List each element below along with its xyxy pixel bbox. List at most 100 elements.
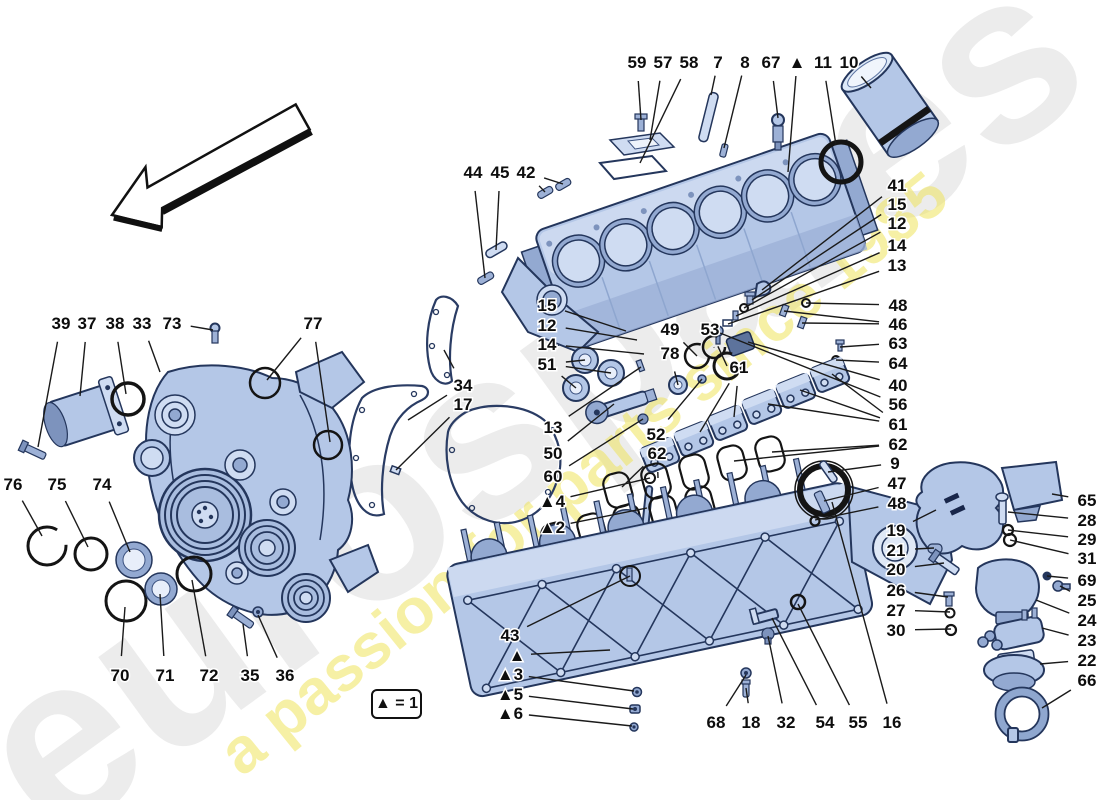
leader-line-18-45	[745, 687, 749, 704]
leader-line-39-50	[37, 341, 59, 448]
part-label-7-3: 7	[713, 53, 722, 72]
part-label-39-50: 39	[52, 314, 71, 333]
leader-line-35-62	[242, 623, 249, 657]
leader-line-76-56	[21, 500, 43, 537]
part-label-11-7: 11	[814, 53, 832, 72]
leader-line-30-33	[914, 628, 952, 631]
oil-pump-23	[977, 607, 1045, 651]
part-label-42-11: 42	[517, 163, 536, 182]
part-label-28-35: 28	[1078, 511, 1097, 530]
part-label-▲5-84: ▲5	[497, 685, 523, 704]
part-label-27-32: 27	[887, 601, 906, 620]
part-label-78-77: 78	[661, 344, 680, 363]
intake-funnel-65	[1000, 460, 1064, 512]
leader-line-61-23	[767, 403, 880, 422]
part-label-52-78: 52	[647, 425, 666, 444]
leader-line-42-11	[538, 185, 546, 193]
leader-line-12-14	[743, 231, 881, 309]
seal-rings-left	[26, 525, 213, 623]
leader-line-51-69	[565, 365, 612, 374]
part-label-69-38: 69	[1078, 571, 1097, 590]
part-label-59-0: 59	[628, 53, 647, 72]
part-label-45-10: 45	[491, 163, 510, 182]
part-label-60-72: 60	[544, 467, 563, 486]
pump-mount-22	[983, 649, 1045, 692]
part-label-49-75: 49	[661, 320, 680, 339]
part-label-55-48: 55	[849, 713, 868, 732]
front-opening-inner	[542, 290, 562, 310]
leader-line-▲4-73	[570, 477, 651, 498]
part-label-19-28: 19	[887, 521, 906, 540]
leader-line-78-77	[673, 371, 679, 386]
cylinder-bores	[551, 152, 842, 288]
layshaft-50	[585, 388, 658, 425]
leader-line-▲-6	[787, 75, 797, 173]
part-label-50-71: 50	[544, 444, 563, 463]
leader-line-63-19	[839, 343, 880, 348]
leader-line-59-0	[637, 80, 642, 121]
main-bearing-caps	[639, 356, 851, 473]
part-label-32-46: 32	[777, 713, 796, 732]
leader-line-▲-82	[530, 649, 611, 655]
direction-arrow-icon	[109, 102, 313, 232]
leader-line-40-21	[747, 341, 880, 381]
leader-line-48-27	[814, 506, 879, 521]
leader-line-22-42	[1039, 660, 1069, 665]
pin-13	[635, 358, 646, 373]
bolt-73	[209, 322, 221, 344]
leader-line-7-3	[710, 75, 716, 96]
accessory-pulleys	[238, 519, 331, 623]
bolt-20	[927, 548, 960, 576]
leader-line-73-54	[190, 325, 214, 331]
leader-line-32-46	[767, 635, 783, 704]
leader-line-62-79	[621, 465, 644, 488]
part-label-40-21: 40	[889, 376, 908, 395]
leader-line-57-1	[649, 80, 661, 141]
bolt-35-nut-36	[226, 605, 264, 629]
part-label-29-36: 29	[1078, 530, 1097, 549]
leader-line-77-55	[315, 341, 331, 443]
leader-line-51-69	[561, 375, 577, 389]
part-label-36-63: 36	[276, 666, 295, 685]
part-label-57-1: 57	[654, 53, 673, 72]
leader-line-44-9	[474, 190, 486, 279]
leader-line-61-23	[831, 373, 884, 414]
leader-line-34-64	[443, 349, 455, 369]
rear-flange-opening	[872, 525, 918, 571]
part-label-33-53: 33	[133, 314, 152, 333]
leader-line-9-25	[827, 464, 882, 473]
part-label-13-16: 13	[888, 256, 907, 275]
part-label-76-56: 76	[4, 475, 23, 494]
leader-line-53-76	[717, 346, 728, 367]
leader-line-56-22	[719, 332, 881, 398]
part-label-18-45: 18	[742, 713, 761, 732]
part-label-44-9: 44	[464, 163, 483, 182]
part-label-61-23: 61	[889, 415, 908, 434]
leader-line-28-35	[1007, 511, 1069, 519]
leader-line-42-11	[543, 177, 564, 185]
leader-line-46-18	[801, 322, 880, 325]
leader-line-15-66	[564, 310, 627, 332]
leader-line-54-47	[771, 617, 818, 706]
part-label-64-20: 64	[889, 354, 908, 373]
o-ring-38	[110, 381, 146, 417]
leader-line-37-51	[79, 341, 86, 397]
part-label-62-24: 62	[889, 435, 908, 454]
part-label-10-8: 10	[840, 53, 859, 72]
leader-line-29-36	[1007, 529, 1069, 538]
leader-line-10-8	[860, 76, 872, 89]
bolt-28	[995, 492, 1009, 525]
leader-line-12-67	[565, 327, 638, 341]
pump-cover-24	[974, 558, 1040, 620]
dowel-pins-top	[698, 91, 729, 158]
part-label-▲-82: ▲	[509, 646, 526, 665]
part-label-24-40: 24	[1078, 611, 1097, 630]
circlips-and-bushings	[668, 334, 742, 395]
part-label-13-70: 13	[544, 418, 563, 437]
leader-line-72-61	[191, 579, 207, 657]
leader-line-67-5	[772, 80, 779, 119]
leader-line-▲2-74	[570, 507, 648, 524]
lower-crankcase	[446, 457, 874, 698]
